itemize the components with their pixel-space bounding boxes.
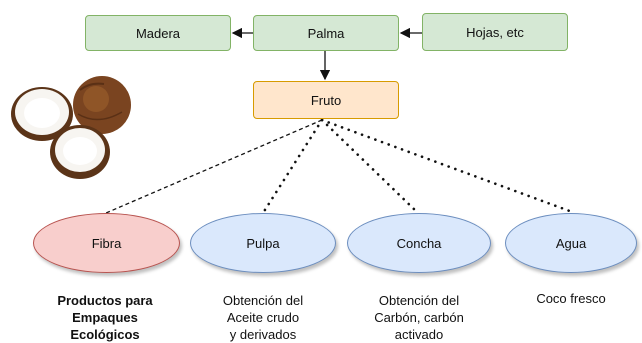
product-concha-label: Concha (396, 235, 442, 251)
node-madera: Madera (85, 15, 231, 51)
product-agua: Agua (505, 213, 637, 273)
pulpa-description: Obtención del Aceite crudo y derivados (222, 293, 304, 342)
product-concha: Concha (347, 213, 491, 273)
node-madera-label: Madera (135, 25, 181, 41)
product-fibra-label: Fibra (91, 235, 122, 251)
node-palma-label: Palma (307, 25, 345, 41)
connector-fruto-agua (320, 118, 577, 215)
product-pulpa: Pulpa (190, 213, 336, 273)
node-fruto: Fruto (253, 81, 399, 119)
node-fruto-label: Fruto (310, 92, 342, 108)
connector-fruto-concha (320, 118, 420, 215)
node-hojas: Hojas, etc (422, 13, 568, 51)
agua-description: Coco fresco (536, 291, 606, 306)
concha-description: Obtención del Carbón, carbón activado (374, 293, 464, 342)
product-pulpa-label: Pulpa (246, 235, 280, 251)
connector-fruto-fibra (105, 119, 323, 214)
node-palma: Palma (253, 15, 399, 51)
product-agua-label: Agua (555, 235, 587, 251)
node-hojas-label: Hojas, etc (466, 24, 524, 40)
connector-fruto-pulpa (261, 118, 324, 215)
product-fibra: Fibra (33, 213, 180, 273)
fibra-description: Productos para Empaques Ecológicos (57, 293, 153, 342)
coconut-illustration-icon (8, 74, 133, 182)
